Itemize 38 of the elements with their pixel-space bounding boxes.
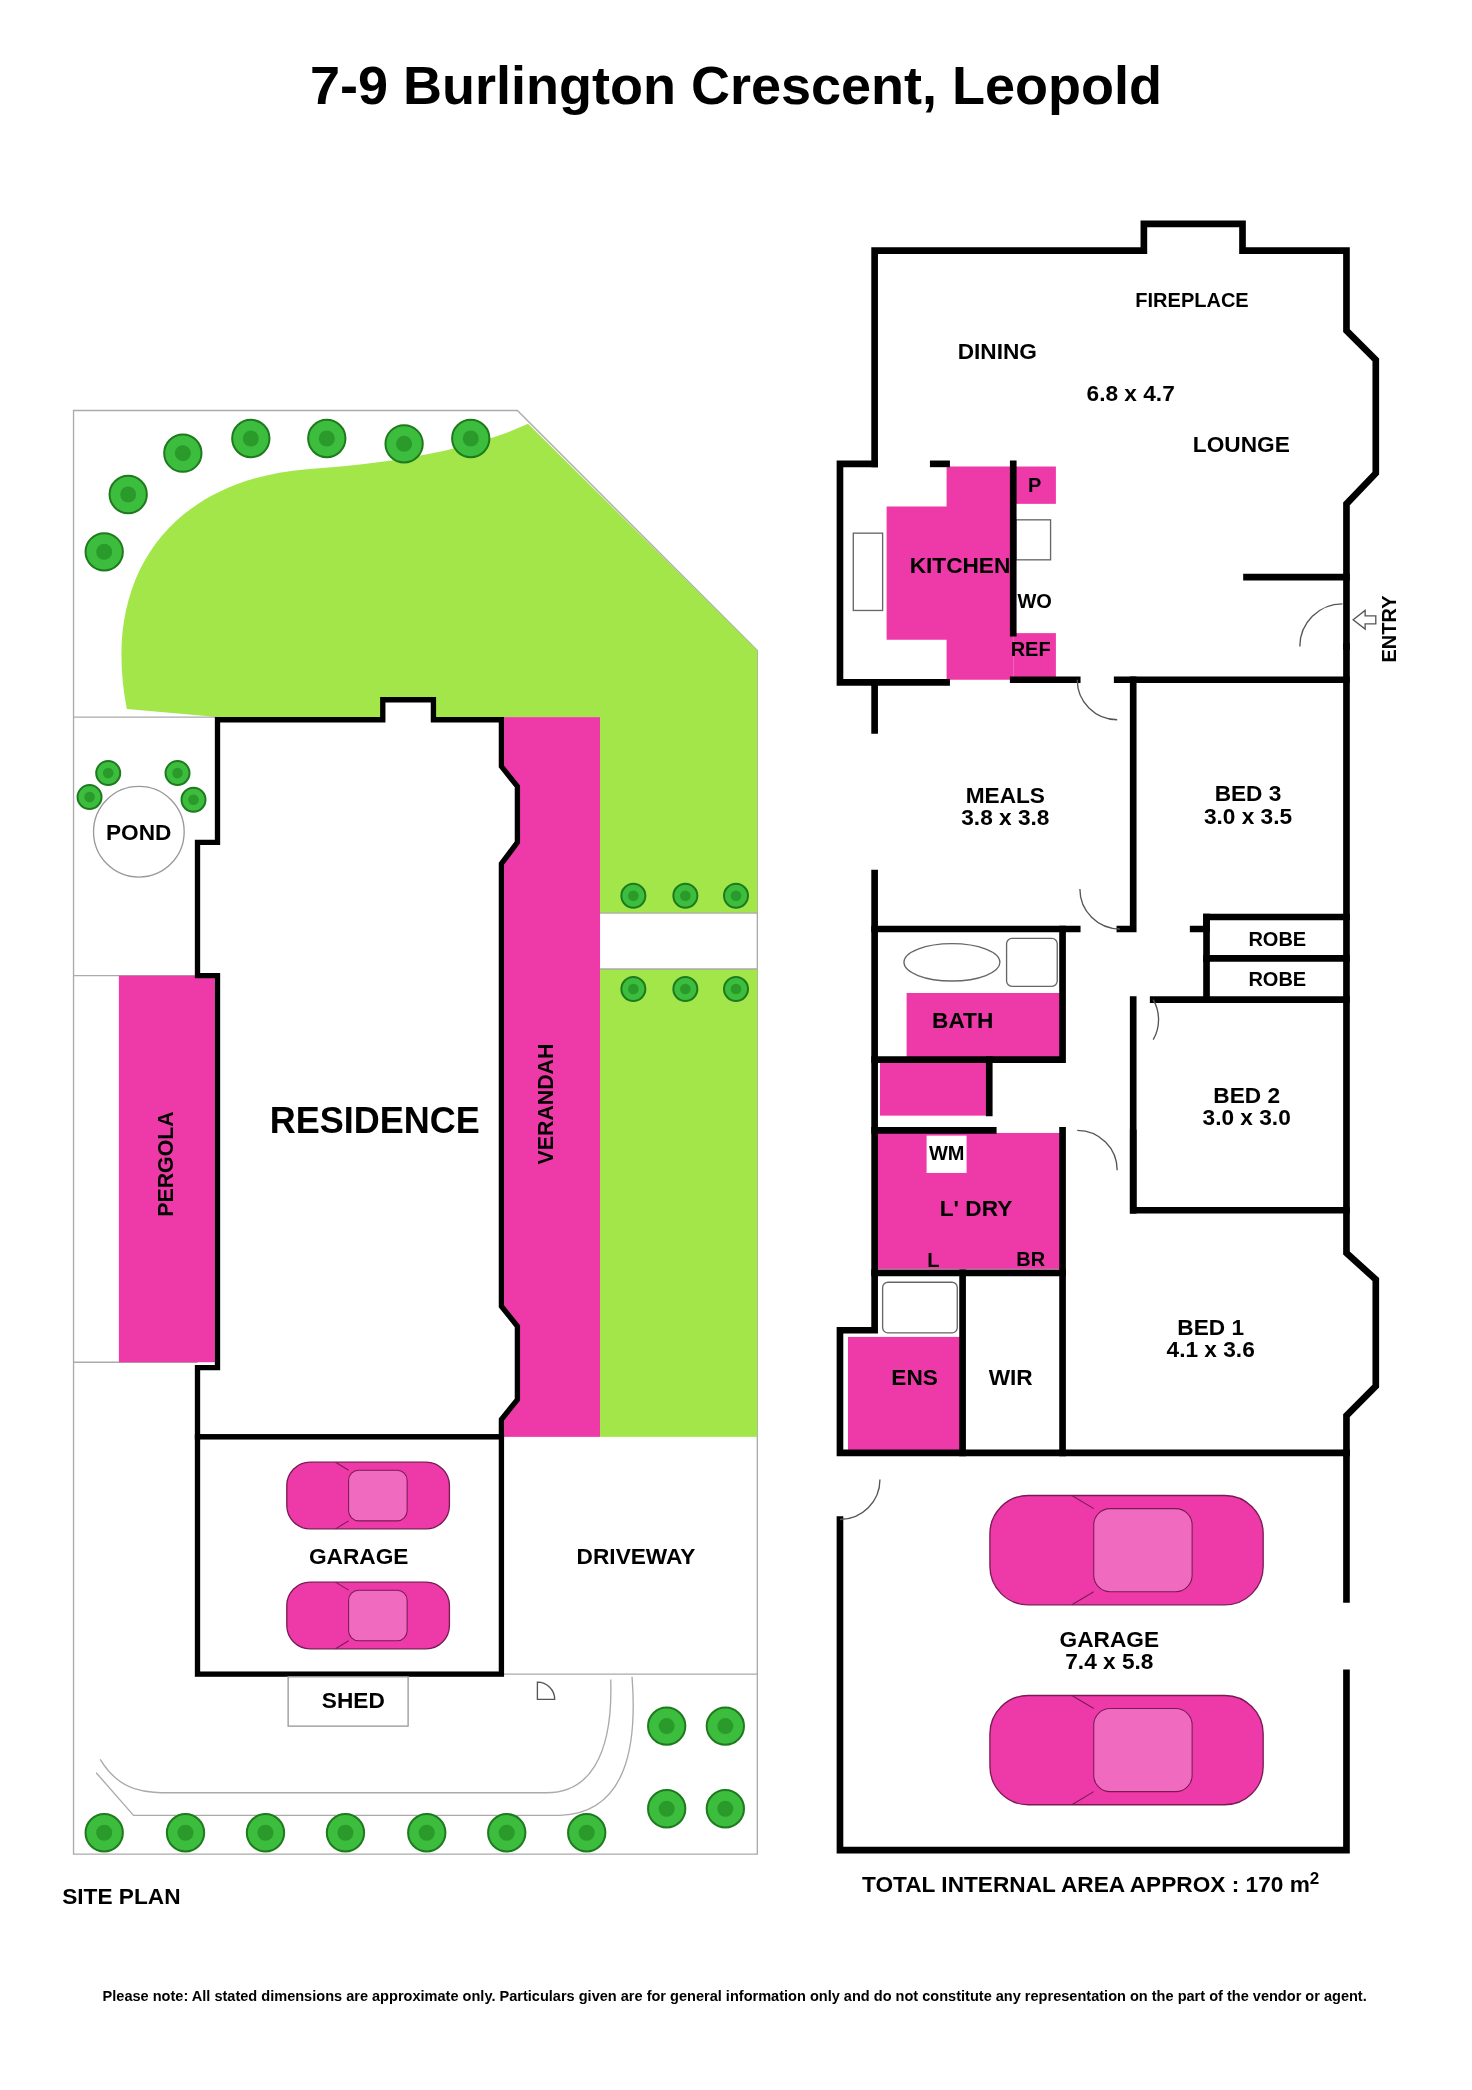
room-label: P [1028,475,1042,496]
room-label: WIR [988,1366,1033,1389]
room-label: BED 3 [1214,782,1282,805]
area-label: POND [105,820,172,844]
room-label: L [927,1250,940,1270]
room-dimension: 7.4 x 5.8 [1065,1650,1154,1673]
room-label: WM [928,1143,965,1164]
area-label: GARAGE [308,1544,409,1568]
room-label: LOUNGE [1192,432,1290,456]
room-dimension: 3.0 x 3.0 [1202,1106,1291,1129]
building-label: RESIDENCE [269,1103,480,1140]
area-label: PERGOLA [156,1111,178,1217]
room-label: ENS [891,1366,938,1389]
disclaimer-note: Please note: All stated dimensions are approximate only. Particulars given are for general information only and do not constitute any representation on the part of the vendor or agent. [102,1988,1367,2004]
room-label: REF [1010,639,1051,660]
room-label: KITCHEN [909,554,1011,577]
room-dimension: 3.0 x 3.5 [1203,804,1293,828]
room-label: BED 1 [1177,1315,1244,1338]
area-label: DRIVEWAY [576,1544,696,1568]
area-label: SHED [321,1688,385,1712]
area-label: VERANDAH [536,1043,558,1165]
room-label: ROBE [1248,968,1307,989]
room-label: WO [1017,591,1052,612]
room-label: FIREPLACE [1135,290,1249,310]
room-label: GARAGE [1059,1627,1160,1650]
room-label: BATH [932,1008,994,1032]
plan-caption: SITE PLAN [62,1884,181,1908]
room-label: BED 2 [1213,1083,1280,1106]
room-label: L' DRY [939,1196,1013,1220]
room-label: MEALS [965,783,1045,806]
room-dimension: 6.8 x 4.7 [1086,382,1175,405]
room-dimension: 3.8 x 3.8 [961,806,1050,829]
room-dimension: 4.1 x 3.6 [1166,1338,1255,1361]
area-note: TOTAL INTERNAL AREA APPROX : 170 m$^{2}$ [862,1872,1320,1896]
room-label: BR [1016,1248,1046,1269]
entry-label: ENTRY [1379,595,1400,663]
room-label: DINING [957,339,1037,362]
room-label: ROBE [1248,928,1307,949]
